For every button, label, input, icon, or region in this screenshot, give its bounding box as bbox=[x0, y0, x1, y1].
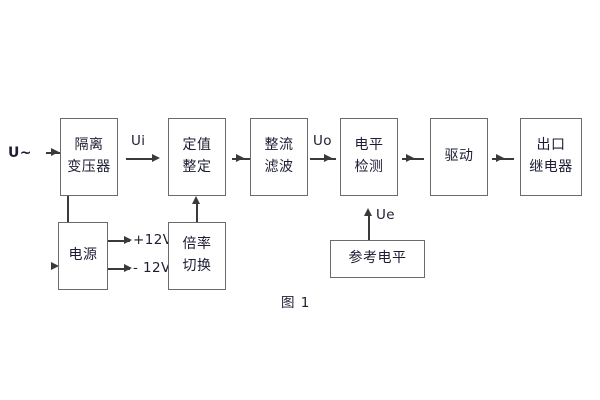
block-power-supply-line1: 电源 bbox=[68, 247, 98, 264]
input-to-transformer-arrowhead bbox=[51, 148, 59, 156]
figure-caption: 图 1 bbox=[281, 295, 311, 311]
rail-negative-label: - 12V bbox=[133, 260, 171, 276]
input-to-power-arrowhead bbox=[51, 262, 59, 270]
block-ratio-switch-line1: 倍率 bbox=[182, 236, 212, 253]
input-label-u-ac: U~ bbox=[8, 145, 32, 161]
block-drive-line1: 驱动 bbox=[444, 148, 474, 165]
signal-label-ui: Ui bbox=[131, 133, 146, 149]
ratio-to-setting-arrowhead bbox=[192, 196, 200, 204]
block-rectify-filter-line1: 整流 bbox=[264, 137, 294, 154]
block-rectify-filter-line2: 滤波 bbox=[264, 159, 294, 175]
input-branch-vertical-line bbox=[67, 152, 69, 267]
block-isolation-transformer[interactable]: 隔离 变压器 bbox=[60, 118, 118, 196]
block-output-relay-line2: 继电器 bbox=[529, 159, 573, 175]
reference-to-level-arrowhead bbox=[364, 208, 372, 216]
rectify-to-level-line bbox=[310, 158, 336, 160]
block-isolation-transformer-line1: 隔离 bbox=[74, 137, 104, 154]
rectify-to-level-arrowhead bbox=[324, 154, 332, 162]
block-power-supply[interactable]: 电源 bbox=[58, 222, 108, 290]
block-rectify-filter[interactable]: 整流 滤波 bbox=[250, 118, 308, 196]
setting-to-rectify-arrowhead bbox=[236, 154, 244, 162]
block-level-detect-line2: 检测 bbox=[354, 159, 384, 175]
block-isolation-transformer-line2: 变压器 bbox=[67, 159, 111, 175]
transformer-to-setting-arrowhead bbox=[152, 154, 160, 162]
transformer-to-setting-line bbox=[126, 158, 154, 160]
level-to-drive-arrowhead bbox=[406, 154, 414, 162]
block-setting-adjust-line1: 定值 bbox=[182, 137, 212, 154]
rail-negative-arrowhead bbox=[124, 264, 132, 272]
signal-label-ue: Ue bbox=[376, 207, 395, 223]
block-drive[interactable]: 驱动 bbox=[430, 118, 488, 196]
drive-to-relay-arrowhead bbox=[496, 154, 504, 162]
block-ratio-switch[interactable]: 倍率 切换 bbox=[168, 222, 226, 290]
block-reference-level-line1: 参考电平 bbox=[348, 250, 407, 267]
block-level-detect-line1: 电平 bbox=[354, 137, 384, 154]
rail-positive-arrowhead bbox=[124, 236, 132, 244]
block-output-relay-line1: 出口 bbox=[536, 137, 566, 154]
block-level-detect[interactable]: 电平 检测 bbox=[340, 118, 398, 196]
signal-label-uo: Uo bbox=[313, 133, 332, 149]
ratio-to-setting-line bbox=[196, 200, 198, 222]
block-reference-level[interactable]: 参考电平 bbox=[330, 240, 425, 278]
block-ratio-switch-line2: 切换 bbox=[182, 258, 212, 274]
block-setting-adjust[interactable]: 定值 整定 bbox=[168, 118, 226, 196]
reference-to-level-line bbox=[368, 212, 370, 240]
rail-positive-line bbox=[108, 240, 130, 242]
rail-positive-label: +12V bbox=[133, 232, 173, 248]
rail-negative-line bbox=[108, 268, 130, 270]
block-setting-adjust-line2: 整定 bbox=[182, 159, 212, 175]
block-output-relay[interactable]: 出口 继电器 bbox=[520, 118, 582, 196]
